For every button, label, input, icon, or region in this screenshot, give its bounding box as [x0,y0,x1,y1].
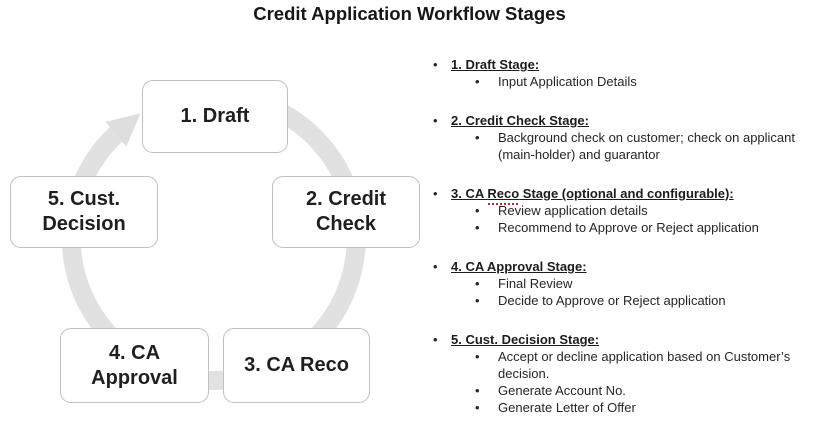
stage-item-text: Decide to Approve or Reject application [498,293,726,308]
stage-item-text: Review application details [498,203,648,218]
bullet-icon: • [475,74,480,89]
stage-item: • Generate Account No. [425,382,819,399]
stage-title: 2. Credit Check Stage: [451,113,589,128]
stage-item: • Final Review [425,275,819,292]
stage-title: 1. Draft Stage: [451,57,540,72]
stage-heading: • 5. Cust. Decision Stage: [425,331,819,348]
bullet-icon: • [433,113,438,128]
bullet-icon: • [475,130,480,145]
stage-group-ca-approval: • 4. CA Approval Stage: • Final Review •… [425,258,819,309]
spellcheck-squiggle: Reco [487,186,520,201]
stage-item-text: Final Review [498,276,573,291]
stage-heading: • 1. Draft Stage: [425,56,819,73]
stage-group-draft: • 1. Draft Stage: • Input Application De… [425,56,819,90]
stage-title: 4. CA Approval Stage: [451,259,587,274]
workflow-cycle-diagram: 1. Draft 2. Credit Check 3. CA Reco 4. C… [10,80,420,403]
stage-title: 3. CA Reco Stage (optional and configura… [451,185,819,202]
stage-title-part: 3. CA [451,186,488,201]
bullet-icon: • [433,57,438,72]
stage-title-part: Stage (optional and configurable): [519,186,734,201]
stage-group-ca-reco: • 3. CA Reco Stage (optional and configu… [425,185,819,236]
stage-item: • Generate Letter of Offer [425,399,819,416]
stage-item-text: Accept or decline application based on C… [498,349,791,381]
stage-heading: • 3. CA Reco Stage (optional and configu… [425,185,819,202]
bullet-icon: • [475,203,480,218]
stage-item-text: Generate Account No. [498,383,626,398]
stages-description-panel: • 1. Draft Stage: • Input Application De… [425,56,819,416]
stage-node-cust-decision: 5. Cust. Decision [10,176,158,248]
stage-item-text: Input Application Details [498,74,637,89]
stage-group-credit-check: • 2. Credit Check Stage: • Background ch… [425,112,819,163]
stage-item: • Recommend to Approve or Reject applica… [425,219,819,236]
bullet-icon: • [475,293,480,308]
stage-item-text: Background check on customer; check on a… [498,130,796,162]
bullet-icon: • [475,400,480,415]
stage-heading: • 4. CA Approval Stage: [425,258,819,275]
stage-item: • Input Application Details [425,73,819,90]
stage-node-draft: 1. Draft [142,80,288,153]
stage-node-ca-approval: 4. CA Approval [60,328,209,403]
stage-item: • Accept or decline application based on… [425,348,819,382]
stage-heading: • 2. Credit Check Stage: [425,112,819,129]
bullet-icon: • [475,349,480,364]
stage-item-text: Recommend to Approve or Reject applicati… [498,220,759,235]
bullet-icon: • [475,383,480,398]
stage-group-cust-decision: • 5. Cust. Decision Stage: • Accept or d… [425,331,819,416]
bullet-icon: • [433,186,438,201]
stage-item: • Background check on customer; check on… [425,129,819,163]
stage-item: • Decide to Approve or Reject applicatio… [425,292,819,309]
bullet-icon: • [475,276,480,291]
stage-item-text: Generate Letter of Offer [498,400,636,415]
bullet-icon: • [433,332,438,347]
stage-title: 5. Cust. Decision Stage: [451,332,600,347]
stage-node-credit-check: 2. Credit Check [272,176,420,248]
stage-node-ca-reco: 3. CA Reco [223,328,370,403]
stage-item: • Review application details [425,202,819,219]
bullet-icon: • [433,259,438,274]
page-title: Credit Application Workflow Stages [253,3,566,24]
bullet-icon: • [475,220,480,235]
